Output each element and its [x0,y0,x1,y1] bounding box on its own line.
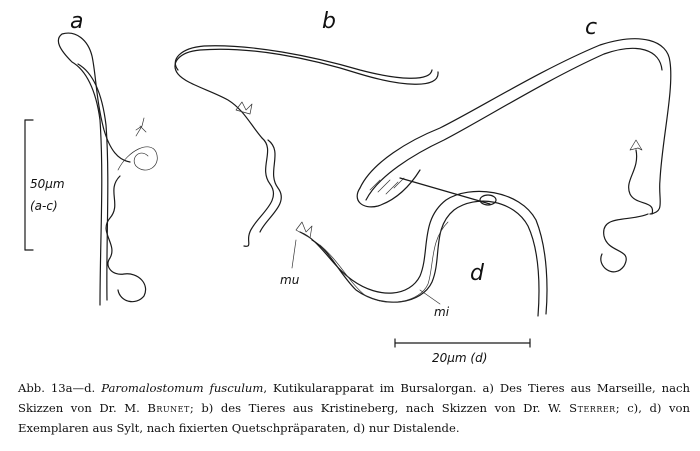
scale-bar-bottom: 20μm (d) [394,338,531,365]
label-mu: mu [280,273,300,287]
scale-bottom-text: 20μm (d) [432,351,487,365]
scale-left-value: 50μm [30,177,65,191]
figure-caption: Abb. 13a—d. Paromalostomum fusculum, Kut… [18,378,690,438]
scale-left-scope: (a-c) [30,199,58,213]
panel-label-c: c [585,15,597,40]
caption-part2: ; b) des Tieres aus Kristineberg, nach S… [189,401,570,415]
panel-label-a: a [70,9,83,34]
caption-species: Paromalostomum fusculum [101,381,264,395]
label-mi: mi [434,305,450,319]
caption-part3: ; c), d) von Exemplaren aus Sylt, nach f… [18,401,690,435]
drawing-d: mu mi [280,177,548,319]
caption-part1: , Kutikularapparat im Bursalorgan. a) De… [18,381,690,415]
drawing-a [57,32,158,306]
drawing-c [356,38,672,273]
scale-bar-left: 50μm (a-c) [24,119,65,251]
drawing-canvas: a b c d 50μm (a-c) 20μm (d) [24,9,672,365]
drawing-b [174,45,439,247]
caption-name1: Brunet [147,401,190,415]
panel-label-d: d [470,261,485,286]
caption-prefix: Abb. 13a—d. [18,381,102,395]
panel-label-b: b [322,9,336,34]
caption-name2: Sterrer [569,401,616,415]
